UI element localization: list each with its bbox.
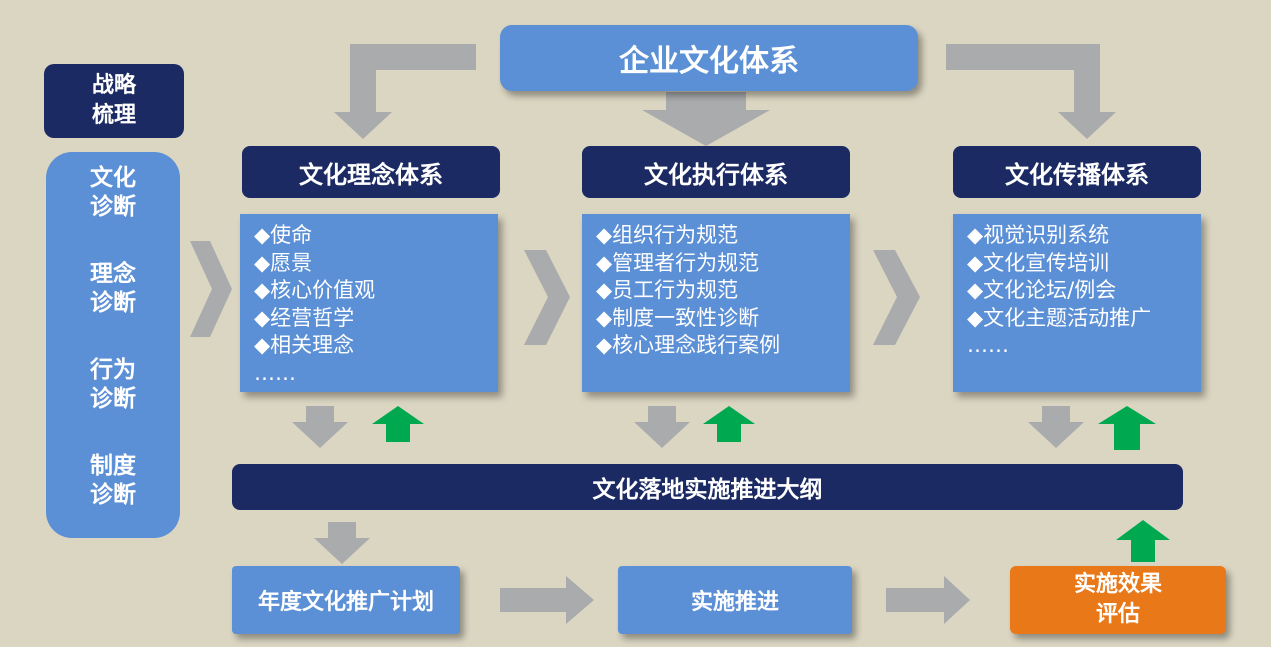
list-item: ◆视觉识别系统 — [967, 223, 1110, 247]
elbow-arrow-right — [946, 44, 1116, 139]
evaluation-line-2: 评估 — [1095, 602, 1140, 627]
implementation-outline-bar: 文化落地实施推进大纲 — [232, 464, 1183, 510]
list-item: ◆文化论坛/例会 — [967, 278, 1117, 302]
diagnostic-line: 文化 — [90, 165, 136, 191]
list-item: …… — [967, 333, 1009, 357]
section-list-communication-system: ◆视觉识别系统 ◆文化宣传培训 ◆文化论坛/例会 ◆文化主题活动推广 …… — [953, 214, 1201, 392]
gray-down-arrow-4 — [314, 522, 370, 564]
diagnostic-line: 行为 — [90, 357, 136, 383]
down-arrow-center — [642, 92, 770, 146]
strategy-line-1: 战略 — [91, 73, 136, 98]
corporate-culture-system-title: 企业文化体系 — [500, 25, 918, 91]
gray-down-arrow-1 — [292, 406, 348, 448]
green-up-arrow-4 — [1116, 520, 1170, 562]
list-item: ◆相关理念 — [254, 333, 355, 357]
list-item: ◆管理者行为规范 — [596, 250, 760, 275]
list-item: ◆制度一致性诊断 — [596, 305, 760, 330]
chevron-2 — [524, 250, 570, 345]
list-item: ◆组织行为规范 — [596, 223, 739, 247]
list-item: ◆使命 — [254, 223, 313, 247]
diagnostic-behavior: 行为 诊断 — [83, 356, 143, 414]
strategy-line-2: 梳理 — [91, 103, 136, 128]
annual-promotion-plan-box: 年度文化推广计划 — [232, 566, 460, 634]
section-title-communication-system: 文化传播体系 — [953, 146, 1201, 198]
list-item: ◆核心理念践行案例 — [596, 333, 781, 357]
green-up-arrow-2 — [703, 406, 755, 442]
elbow-arrow-left — [334, 44, 476, 139]
section-title-concept-system: 文化理念体系 — [242, 146, 500, 198]
implementation-box: 实施推进 — [618, 566, 852, 634]
diagnostic-line: 诊断 — [90, 290, 136, 316]
list-item: ◆核心价值观 — [254, 278, 376, 302]
green-up-arrow-3 — [1098, 406, 1156, 450]
list-item: ◆经营哲学 — [254, 305, 355, 330]
green-up-arrow-1 — [372, 406, 424, 442]
evaluation-line-1: 实施效果 — [1073, 572, 1162, 597]
diagnostic-line: 诊断 — [90, 194, 136, 220]
diagnostic-line: 诊断 — [90, 386, 136, 412]
diagnostic-line: 理念 — [90, 261, 136, 287]
section-list-execution-system: ◆组织行为规范 ◆管理者行为规范 ◆员工行为规范 ◆制度一致性诊断 ◆核心理念践… — [582, 214, 850, 392]
diagnostic-culture: 文化 诊断 — [83, 164, 143, 222]
diagnostic-concept: 理念 诊断 — [83, 260, 143, 318]
list-item: ◆文化宣传培训 — [967, 250, 1110, 275]
strategy-review-box: 战略 梳理 — [44, 64, 184, 138]
list-item: ◆愿景 — [254, 250, 313, 275]
diagnostics-column: 文化 诊断 理念 诊断 行为 诊断 制度 诊断 — [46, 152, 180, 538]
list-item: ◆员工行为规范 — [596, 278, 739, 302]
list-item: ◆文化主题活动推广 — [967, 305, 1152, 330]
list-item: …… — [254, 360, 296, 385]
gray-down-arrow-2 — [634, 406, 690, 448]
chevron-1 — [190, 241, 232, 337]
gray-down-arrow-3 — [1028, 406, 1084, 448]
section-list-concept-system: ◆使命 ◆愿景 ◆核心价值观 ◆经营哲学 ◆相关理念 …… — [240, 214, 498, 392]
chevron-3 — [873, 250, 920, 345]
diagnostic-system: 制度 诊断 — [83, 452, 143, 510]
right-arrow-2 — [886, 576, 970, 624]
effect-evaluation-box: 实施效果 评估 — [1010, 566, 1226, 634]
right-arrow-1 — [500, 576, 594, 624]
diagnostic-line: 制度 — [90, 453, 136, 479]
diagnostic-line: 诊断 — [90, 482, 136, 508]
section-title-execution-system: 文化执行体系 — [582, 146, 850, 198]
